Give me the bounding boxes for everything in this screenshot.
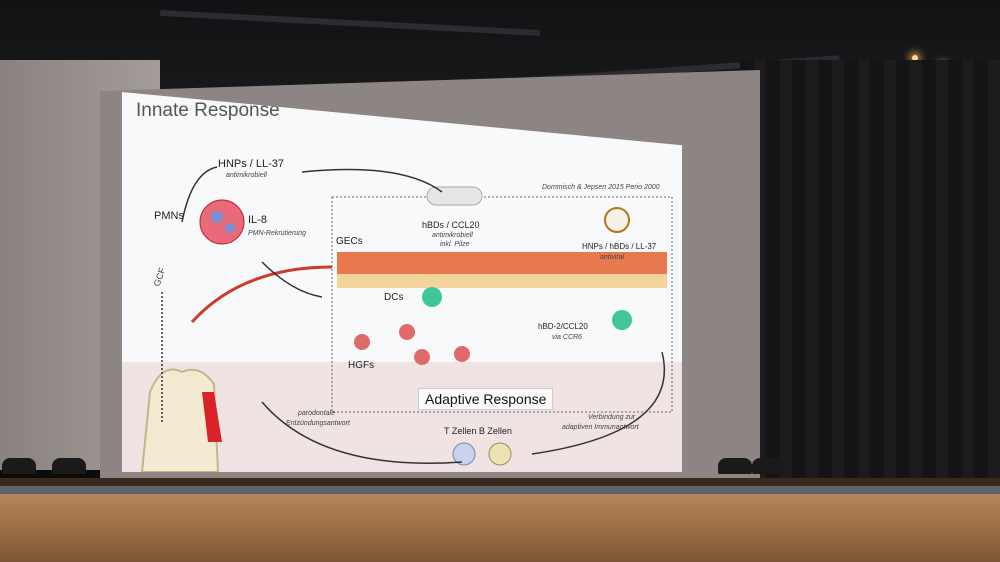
label-pmns: PMNs: [154, 210, 184, 222]
arrow: [301, 168, 443, 193]
label-il8: IL-8: [248, 214, 267, 226]
t-cell-icon: [452, 442, 476, 466]
label-hnps-hbds-ll37: HNPs / hBDs / LL-37: [582, 242, 657, 251]
stage-speaker: [52, 458, 86, 474]
hgf-cell-icon: [414, 349, 430, 365]
stage-speaker: [718, 458, 752, 474]
label-dcs: DCs: [384, 292, 404, 303]
tooth-icon: [140, 368, 220, 472]
label-entzuendungsantwort: Entzündungsantwort: [286, 420, 350, 427]
hgf-cell-icon: [354, 334, 370, 350]
label-hnps-ll37: HNPs / LL-37: [218, 158, 285, 170]
innate-box: [331, 196, 673, 413]
label-hbds-ccl20: hBDs / CCL20: [422, 220, 480, 230]
label-parodontale: parodontale: [298, 410, 335, 417]
stage-speaker: [2, 458, 36, 474]
pmn-cell-icon: [199, 199, 245, 245]
label-pmn-rekrutierung: PMN-Rekrutierung: [248, 230, 306, 237]
stage-edge: [0, 486, 1000, 494]
label-adaptiven: adaptiven Immunantwort: [562, 424, 639, 431]
arrow: [261, 401, 463, 464]
label-gecs: GECs: [336, 236, 363, 247]
arrow: [261, 261, 323, 298]
stage-light: [912, 55, 918, 61]
label-antiviral: antiviral: [600, 254, 625, 261]
hgf-cell-icon: [399, 324, 415, 340]
stage-speaker: [752, 458, 786, 474]
citation: Dommisch & Jepsen 2015 Perio 2000: [542, 184, 660, 191]
label-hgfs: HGFs: [348, 360, 375, 371]
presentation-slide: Innate Response Dommisch & Jepsen 2015 P…: [122, 92, 682, 472]
label-via-ccr6: via CCR6: [552, 334, 582, 341]
label-antimikrobiell: antimikrobiell: [226, 172, 267, 179]
adaptive-response-label: Adaptive Response: [418, 388, 554, 410]
b-cell-icon: [488, 442, 512, 466]
bacterium-icon: [426, 186, 483, 206]
label-inkl-pilze: inkl. Pilze: [440, 241, 470, 248]
hgf-cell-icon: [454, 346, 470, 362]
slide-diagram: [122, 166, 682, 472]
arrow: [531, 351, 666, 455]
stage-curtain: [740, 60, 1000, 480]
bacteria-plaque-icon: [202, 392, 222, 442]
label-verbindung: Verbindung zur: [588, 414, 636, 421]
dc-cell-icon: [612, 310, 632, 330]
dc-cell-icon: [422, 287, 442, 307]
arrow: [181, 166, 218, 223]
epithelium-band: [337, 252, 667, 274]
arrow-red: [190, 265, 333, 324]
virus-icon: [604, 207, 630, 233]
label-hbd2-ccl20: hBD-2/CCL20: [538, 322, 588, 331]
label-antimikrobiell-2: antimikrobiell: [432, 232, 473, 239]
label-t-b-zellen: T Zellen B Zellen: [444, 426, 512, 436]
slide-title: Innate Response: [136, 100, 280, 121]
epithelium-basal: [337, 274, 667, 288]
